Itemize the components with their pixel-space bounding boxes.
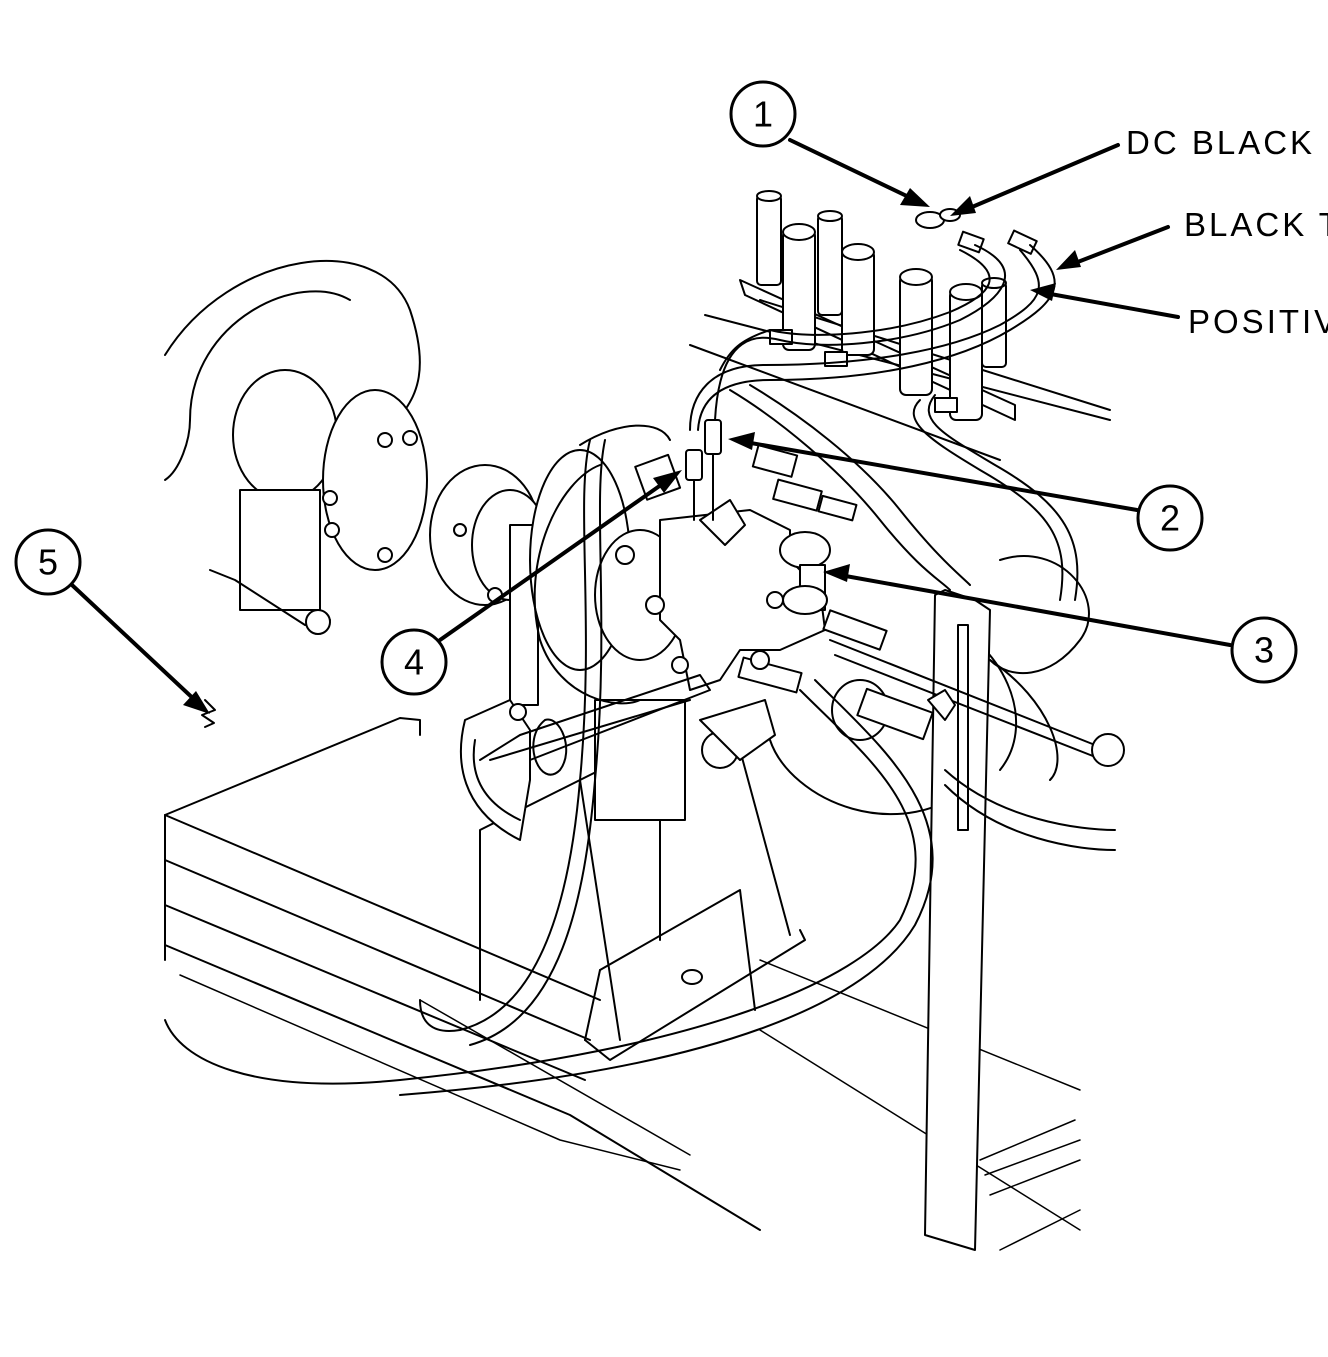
callout-1-number: 1 [753,94,773,135]
battery-terminals [689,190,1111,461]
callout-3-number: 3 [1254,630,1274,671]
base-frame [164,717,1081,1251]
callout-3: 3 [1230,616,1298,684]
callout-2: 2 [1136,484,1204,552]
wire-label-positive: POSITIVE [1188,303,1328,340]
pump-valve-body [529,444,934,769]
angle-gauge [459,674,711,841]
callout-4: 4 [380,628,448,696]
terminal-wires [685,244,1079,601]
center-stand [479,524,806,1061]
wire-label-black-test: BLACK TE [1184,206,1328,243]
callout-5-number: 5 [38,542,58,583]
leader-lines [70,138,1232,728]
right-post [829,589,1125,1251]
callout-4-number: 4 [404,642,424,683]
wire-label-dc-black: DC BLACK SC [1126,124,1328,161]
callout-5: 5 [14,528,82,596]
callout-2-number: 2 [1160,498,1180,539]
callout-1: 1 [729,80,797,148]
motor-assembly [164,260,563,635]
